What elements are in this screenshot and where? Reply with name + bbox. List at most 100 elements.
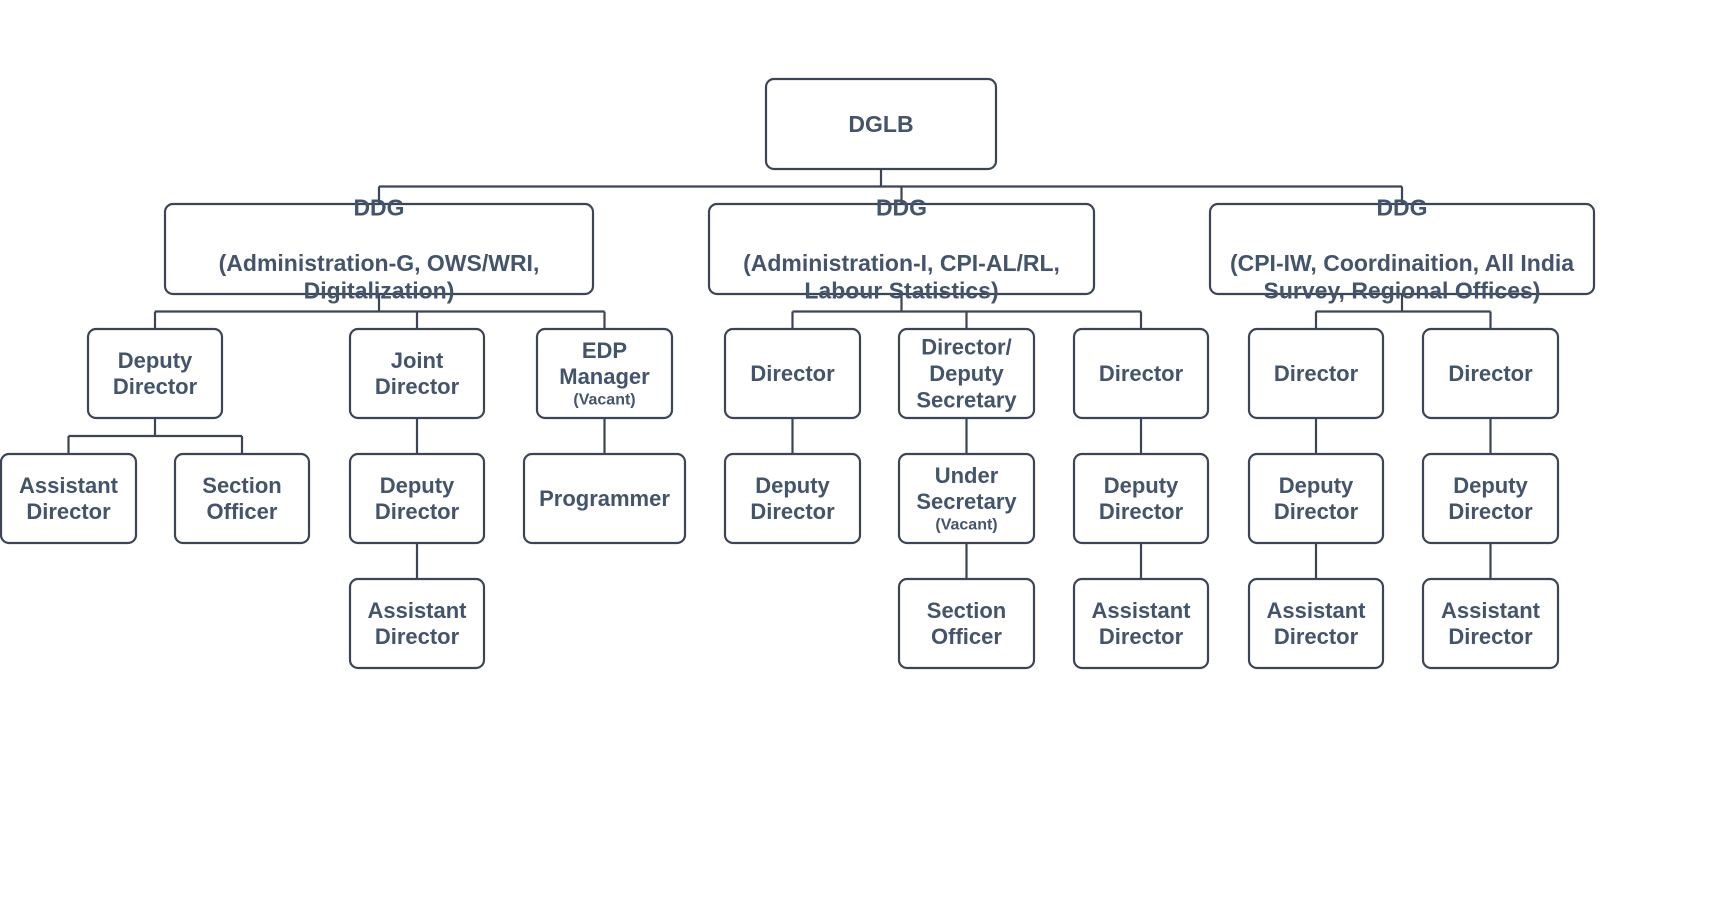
node-label-line: Director [1099, 624, 1184, 649]
node-label-line: DGLB [848, 111, 913, 137]
node-box [348, 577, 486, 670]
node-label-line: Secretary [916, 489, 1017, 514]
node-label-line: Section [202, 473, 281, 498]
node-label-line: EDP [582, 338, 627, 363]
node-box [1247, 577, 1385, 670]
node-label-line: Deputy [1104, 473, 1179, 498]
node-label-line: Director [1448, 624, 1533, 649]
node-label-line: Deputy [380, 473, 455, 498]
node-box [348, 452, 486, 545]
node-label-line: Programmer [539, 486, 670, 511]
node-box [1421, 577, 1560, 670]
node-label-line: Director [750, 499, 835, 524]
director-box: Director [1072, 327, 1210, 420]
node-label-line: Assistant [367, 598, 467, 623]
node-label-line: DDG [876, 195, 927, 221]
node-label-line: Under [935, 463, 999, 488]
node-label-line: Director [26, 499, 111, 524]
node-label-line: Director [1274, 624, 1359, 649]
node-label-line: Deputy [1279, 473, 1354, 498]
node-label-line: Assistant [1441, 598, 1541, 623]
node-label-line: Director [750, 361, 835, 386]
node-label-line: (CPI-IW, Coordinaition, All India [1230, 250, 1574, 276]
node-box [0, 452, 138, 545]
node-box [723, 452, 862, 545]
node-label-line: Section [927, 598, 1006, 623]
node-label-line: Assistant [19, 473, 119, 498]
node-label-line: Director [1274, 361, 1359, 386]
node-label-line: Director [375, 374, 460, 399]
node-box [1072, 452, 1210, 545]
node-box [1421, 327, 1560, 420]
node-label-line: Director [113, 374, 198, 399]
node-label-line: Labour Statistics) [804, 277, 998, 303]
connector-line [1314, 294, 1492, 329]
connector-line [377, 169, 1404, 204]
node-box [1247, 452, 1385, 545]
node-label-line: Deputy [1453, 473, 1528, 498]
node-label-line: Director [1448, 499, 1533, 524]
connector-line [67, 418, 244, 454]
node-label-line: Director [1274, 499, 1359, 524]
vacant-note: (Vacant) [935, 516, 997, 533]
ddg-cpi-iw-box: DDG (CPI-IW, Coordinaition, All IndiaSurv… [1208, 195, 1596, 303]
node-label-line: Deputy [929, 361, 1004, 386]
node-label-line: Officer [207, 499, 278, 524]
node-label-line: Joint [391, 348, 444, 373]
node-label-line: Survey, Regional Offices) [1264, 277, 1541, 303]
connector-line [153, 294, 606, 329]
node-box [723, 327, 862, 420]
dglb-box: DGLB [764, 77, 998, 171]
connector-lines [67, 169, 1492, 579]
connector-line [791, 294, 1143, 329]
node-label-line: Secretary [916, 387, 1017, 412]
ddg-admin-g-box: DDG(Administration-G, OWS/WRI,Digitaliza… [163, 195, 595, 303]
node-label-line: Assistant [1266, 598, 1366, 623]
node-label-line: Deputy [755, 473, 830, 498]
node-label-line: Assistant [1091, 598, 1191, 623]
node-box [897, 452, 1036, 545]
node-box [1421, 452, 1560, 545]
node-box [173, 452, 311, 545]
node-box [522, 452, 687, 545]
programmer-box: Programmer [522, 452, 687, 545]
node-box [707, 202, 1096, 296]
node-label-line: Director/ [921, 335, 1011, 360]
node-label-line: Director [375, 499, 460, 524]
node-box [535, 327, 674, 420]
director-box: Director [723, 327, 862, 420]
ddg-admin-i-box: DDG (Administration-I, CPI-AL/RL,Labour S… [707, 195, 1096, 303]
node-box [764, 77, 998, 171]
vacant-note: (Vacant) [573, 391, 635, 408]
node-label-line: (Administration-G, OWS/WRI, [219, 250, 540, 276]
node-box [86, 327, 224, 420]
node-label-line: (Administration-I, CPI-AL/RL, [743, 250, 1060, 276]
node-label-line: Digitalization) [304, 277, 455, 303]
node-label-line: Director [375, 624, 460, 649]
node-box [348, 327, 486, 420]
node-label-line: Director [1448, 361, 1533, 386]
node-label-line: Officer [931, 624, 1002, 649]
node-label-line: DDG [1376, 195, 1427, 221]
director-box: Director [1247, 327, 1385, 420]
node-box [1208, 202, 1596, 296]
node-box [1247, 327, 1385, 420]
